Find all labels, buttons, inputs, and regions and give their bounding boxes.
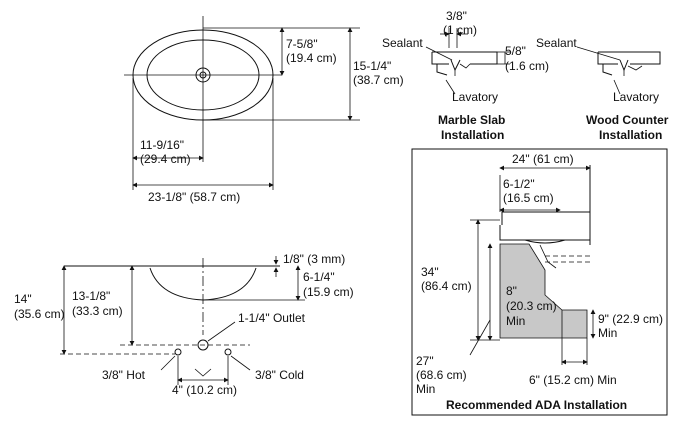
center-label: 11-9/16" — [140, 138, 184, 152]
marble-dim-cm-label: (1 cm) — [443, 23, 477, 37]
bowl-depth-label: 6-1/4" — [303, 270, 335, 284]
marble-sealant-label: Sealant — [382, 36, 423, 50]
counter-depth-label: 24" (61 cm) — [512, 152, 574, 166]
depth-half-label: 7-5/8" — [286, 37, 318, 51]
clear-min-label: Min — [416, 382, 435, 396]
rim-label: 1/8" (3 mm) — [283, 252, 345, 266]
wood-lavatory-label: Lavatory — [613, 90, 659, 104]
ada-height-cm-label: (86.4 cm) — [421, 279, 472, 293]
top-view: 7-5/8" (19.4 cm) 15-1/4" (38.7 cm) 11-9/… — [124, 16, 404, 204]
hot-label: 3/8" Hot — [102, 368, 146, 382]
spacing-label: 4" (10.2 cm) — [172, 383, 237, 397]
knee-label: 8" — [506, 284, 517, 298]
total-height-label: 14" — [14, 292, 32, 306]
toe-label: 9" (22.9 cm) — [598, 312, 663, 326]
hot-supply-circle — [174, 348, 182, 356]
depth-cm-label: (38.7 cm) — [353, 73, 404, 87]
cold-label: 3/8" Cold — [255, 368, 304, 382]
ada-installation: 24" (61 cm) 6-1/2" (16.5 cm) 34" (86.4 c… — [411, 148, 668, 416]
bowl-depth-cm-label: (15.9 cm) — [303, 285, 354, 299]
wood-sealant-label: Sealant — [536, 36, 577, 50]
marble-lavatory-label: Lavatory — [452, 90, 498, 104]
marble-dim-label: 3/8" — [446, 9, 467, 23]
clear-cm-label: (68.6 cm) — [416, 368, 467, 382]
toe-min-label: Min — [598, 326, 617, 340]
width-label: 23-1/8" (58.7 cm) — [148, 190, 240, 204]
wood-title-line1: Wood Counter — [586, 113, 669, 127]
depth-label: 15-1/4" — [353, 59, 391, 73]
setback-label: 6-1/2" — [503, 177, 535, 191]
setback-cm-label: (16.5 cm) — [503, 191, 554, 205]
ada-title: Recommended ADA Installation — [446, 398, 627, 412]
center-cm-label: (29.4 cm) — [140, 152, 191, 166]
total-height-cm-label: (35.6 cm) — [14, 307, 65, 321]
ada-frame — [411, 148, 668, 416]
cold-supply-circle — [224, 348, 232, 356]
marble-title-line1: Marble Slab — [438, 113, 505, 127]
knee-cm-label: (20.3 cm) — [506, 299, 557, 313]
wood-counter-detail: Sealant Lavatory Wood Counter Installati… — [536, 36, 669, 142]
knee-min-label: Min — [506, 314, 525, 328]
wood-title-line2: Installation — [599, 128, 662, 142]
ada-height-label: 34" — [421, 265, 439, 279]
toe-depth-label: 6" (15.2 cm) Min — [529, 373, 617, 387]
side-view: 1/8" (3 mm) 6-1/4" (15.9 cm) 14" (35.6 c… — [14, 252, 354, 397]
outlet-height-cm-label: (33.3 cm) — [72, 304, 123, 318]
depth-half-cm-label: (19.4 cm) — [286, 51, 337, 65]
clear-label: 27" — [416, 354, 434, 368]
outlet-label: 1-1/4" Outlet — [238, 311, 306, 325]
marble-slab-detail: 3/8" (1 cm) Sealant 5/8" (1.6 cm) Lavato… — [382, 9, 549, 142]
outlet-circle — [197, 339, 209, 351]
outlet-height-label: 13-1/8" — [72, 289, 110, 303]
marble-dim2-cm-label: (1.6 cm) — [505, 59, 549, 73]
marble-dim2-label: 5/8" — [505, 44, 526, 58]
marble-title-line2: Installation — [441, 128, 504, 142]
